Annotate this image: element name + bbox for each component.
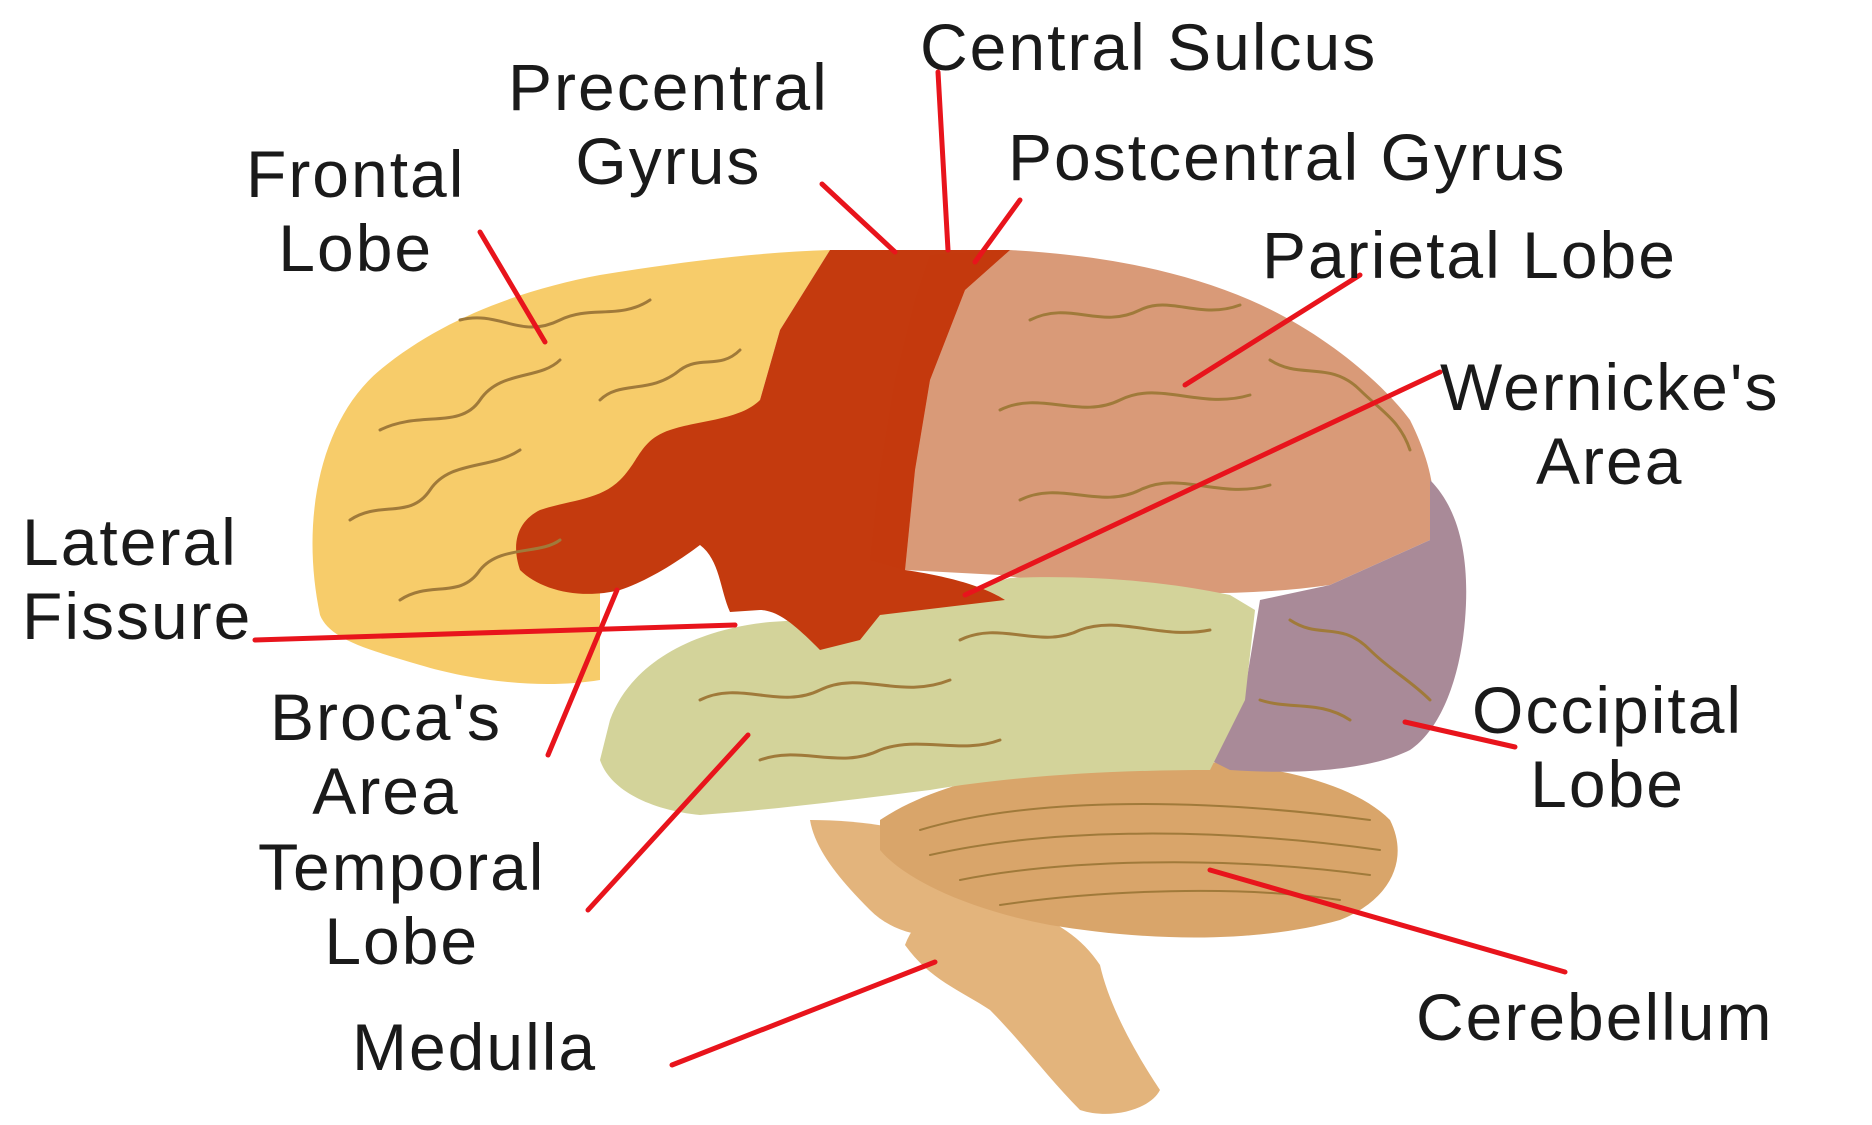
brocas-area-text-line1: Broca's (270, 680, 502, 754)
temporal-lobe-text-line1: Temporal (258, 830, 545, 904)
lateral-fissure-label: Lateral Fissure (22, 505, 252, 653)
postcentral-gyrus-text: Postcentral Gyrus (1008, 120, 1567, 194)
precentral-gyrus-label: Precentral Gyrus (508, 50, 829, 198)
temporal-lobe-label: Temporal Lobe (258, 830, 545, 978)
precentral-gyrus-text-line1: Precentral (508, 50, 829, 124)
leader-precentral-gyrus (822, 184, 895, 252)
central-sulcus-label: Central Sulcus (920, 10, 1377, 84)
wernickes-area-text-line2: Area (1440, 424, 1779, 498)
postcentral-gyrus-label: Postcentral Gyrus (1008, 120, 1567, 194)
parietal-lobe-label: Parietal Lobe (1262, 218, 1677, 292)
occipital-lobe-label: Occipital Lobe (1472, 673, 1743, 821)
wernickes-area-text-line1: Wernicke's (1440, 350, 1779, 424)
precentral-gyrus-text-line2: Gyrus (508, 124, 829, 198)
lateral-fissure-text-line2: Fissure (22, 579, 252, 653)
parietal-lobe-text: Parietal Lobe (1262, 218, 1677, 292)
leader-medulla (672, 962, 935, 1065)
leader-central-sulcus (938, 72, 948, 250)
cerebellum-text: Cerebellum (1416, 980, 1773, 1054)
frontal-lobe-text-line2: Lobe (246, 211, 465, 285)
brocas-area-text-line2: Area (270, 754, 502, 828)
cerebellum-label: Cerebellum (1416, 980, 1773, 1054)
temporal-lobe-text-line2: Lobe (258, 904, 545, 978)
medulla-text: Medulla (352, 1010, 597, 1084)
occipital-lobe-text-line1: Occipital (1472, 673, 1743, 747)
parietal-lobe-region (905, 250, 1434, 593)
lateral-fissure-text-line1: Lateral (22, 505, 252, 579)
wernickes-area-label: Wernicke's Area (1440, 350, 1779, 498)
frontal-lobe-text-line1: Frontal (246, 137, 465, 211)
central-sulcus-text: Central Sulcus (920, 10, 1377, 84)
brocas-area-label: Broca's Area (270, 680, 502, 828)
frontal-lobe-label: Frontal Lobe (246, 137, 465, 285)
occipital-lobe-text-line2: Lobe (1472, 747, 1743, 821)
medulla-label: Medulla (352, 1010, 597, 1084)
